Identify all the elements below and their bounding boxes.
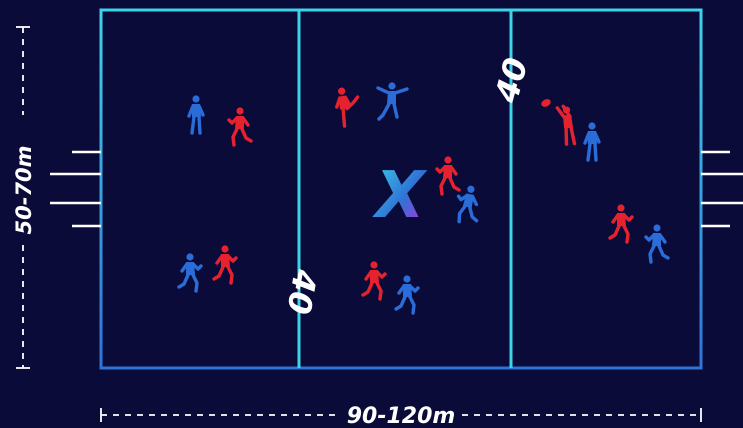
goal-posts-left (50, 152, 101, 226)
red-player (363, 261, 385, 299)
red-player (557, 106, 574, 145)
red-player (437, 156, 459, 194)
centre-square-mark: X (371, 159, 427, 233)
goal-posts-right (701, 152, 743, 226)
blue-player (396, 275, 418, 313)
blue-player (646, 224, 668, 262)
blue-player (585, 122, 599, 160)
width-label: 50-70m (12, 145, 36, 234)
football (540, 98, 552, 109)
blue-player (179, 253, 201, 291)
forty-label-right: 40 (487, 54, 535, 108)
length-label: 90-120m (347, 404, 456, 428)
forty-label-left: 40 (279, 266, 324, 317)
red-player (214, 245, 236, 283)
red-player (229, 107, 251, 145)
blue-player (189, 95, 203, 133)
red-player (610, 204, 632, 242)
blue-player (378, 82, 407, 119)
red-player (334, 86, 361, 127)
